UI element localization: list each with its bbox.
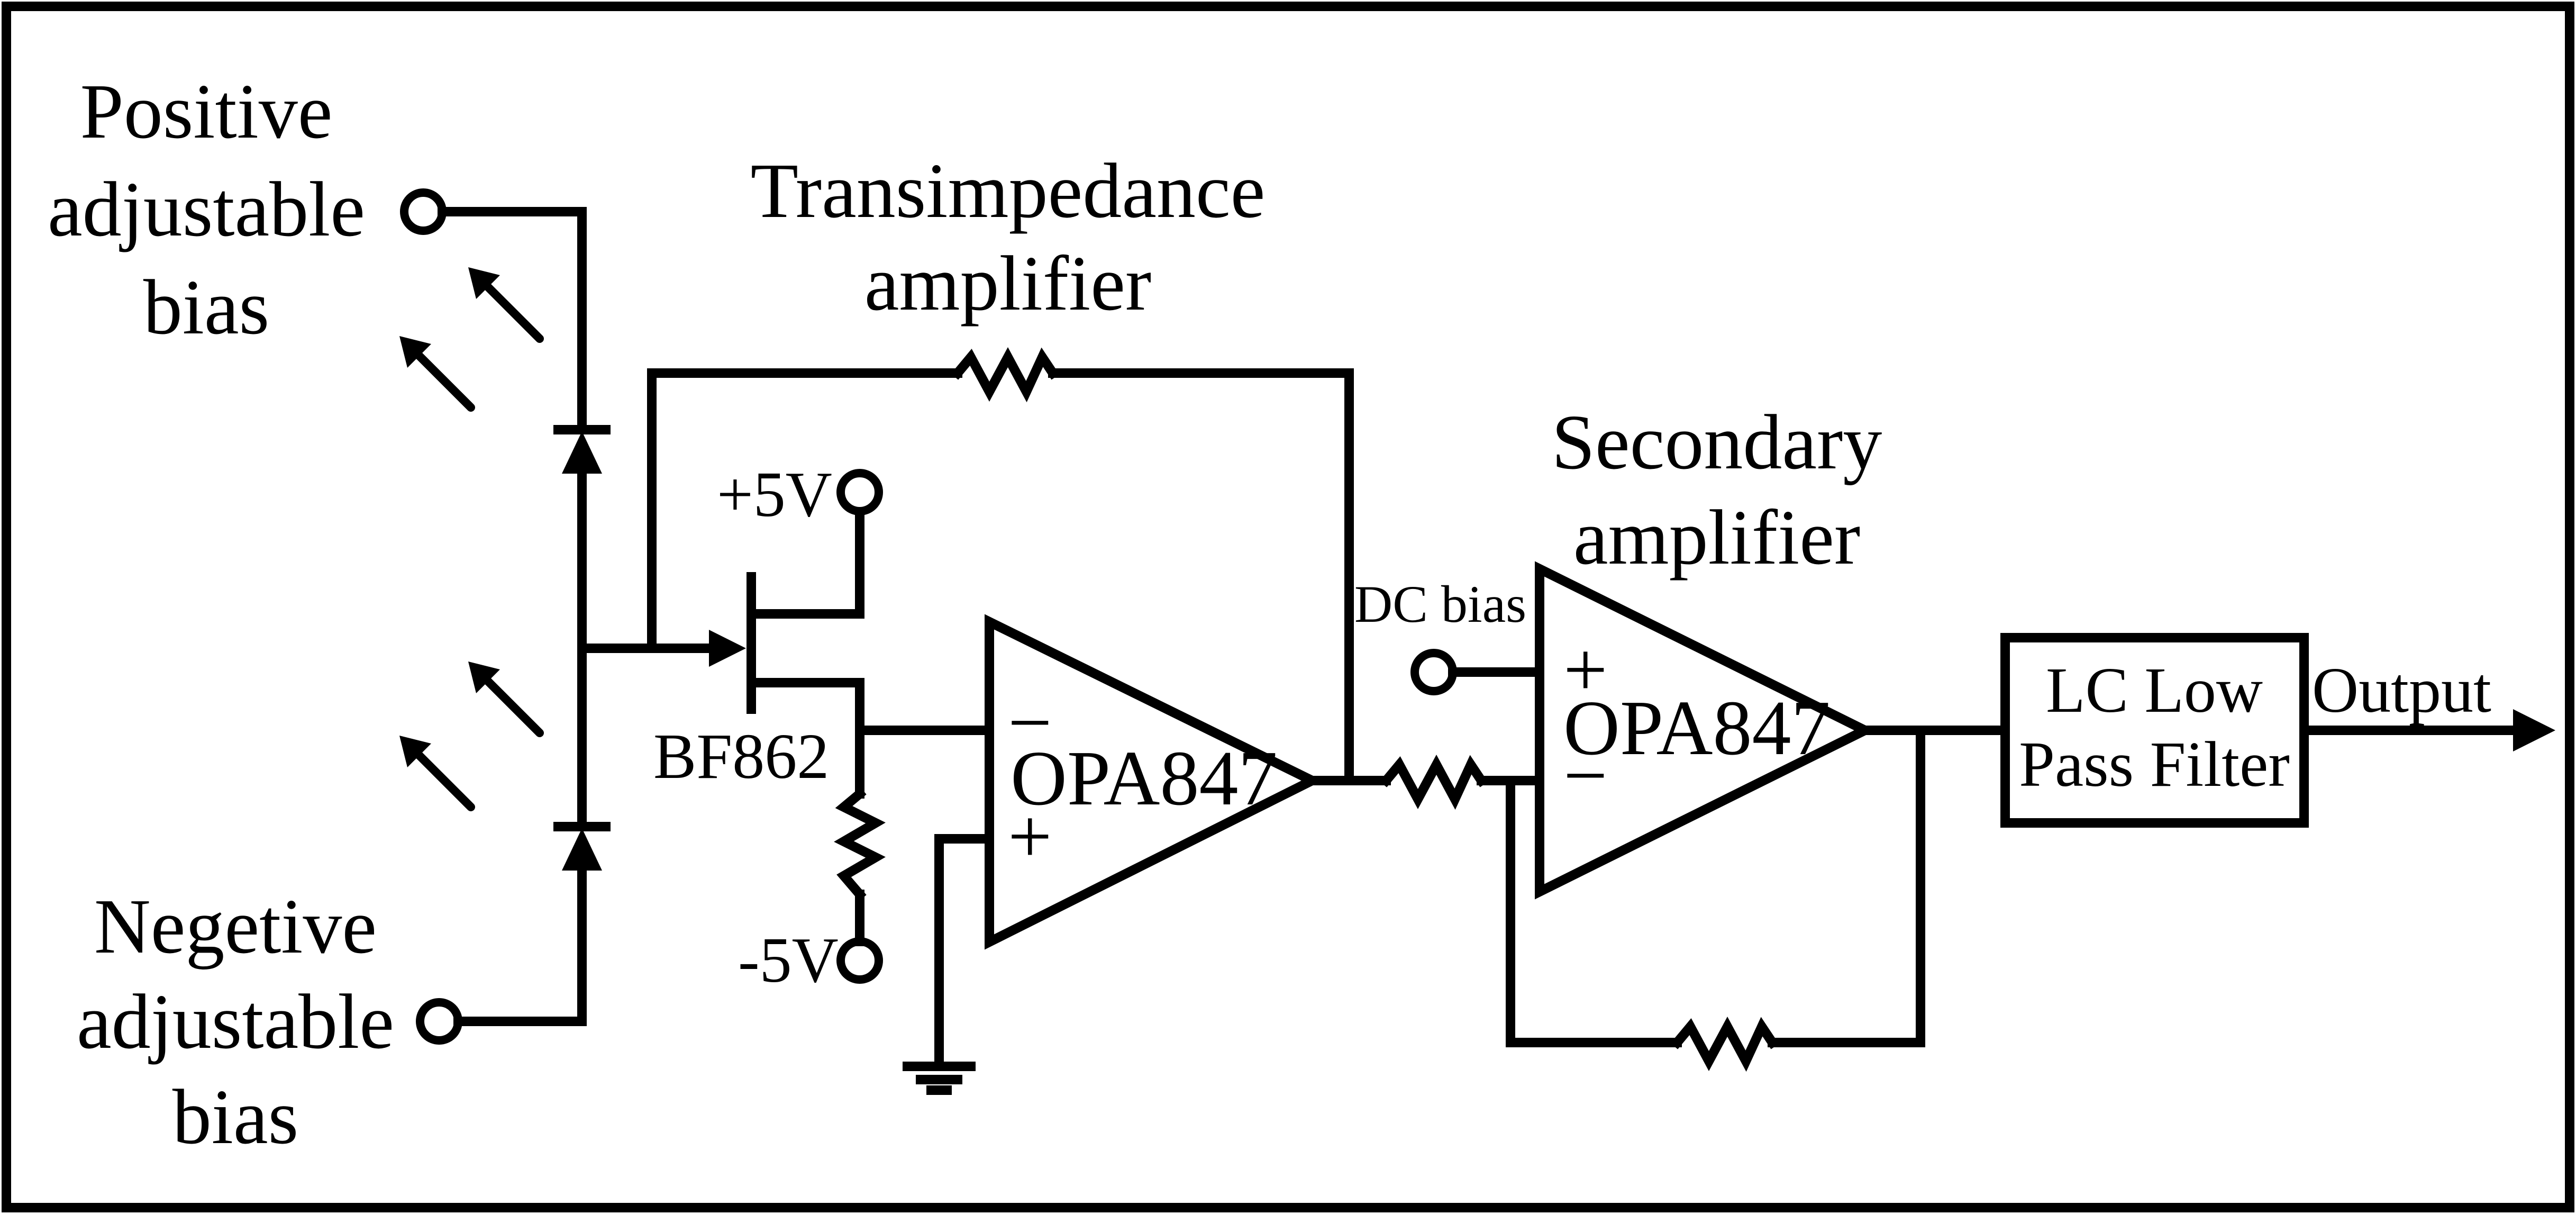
dc-bias-terminal	[1410, 649, 1457, 695]
photodiode-upper	[553, 425, 611, 474]
secondary-title-line-1: Secondary	[1552, 399, 1882, 486]
opamp2-triangle	[1535, 561, 1876, 900]
opamp2-label: OPA847	[1563, 685, 1831, 772]
gate-arrow-icon	[709, 630, 746, 667]
opamp1-noninv-wire	[934, 834, 994, 1071]
opamp1-minus-sign: −	[1008, 680, 1052, 766]
plus5v-terminal	[836, 469, 883, 515]
positive-bias-label-1: Positive	[80, 68, 333, 155]
dc-bias-label: DC bias	[1354, 575, 1526, 633]
opamp1-plus-sign: +	[1008, 793, 1052, 880]
output-arrow-icon	[2513, 709, 2555, 751]
opamp1-triangle	[985, 614, 1323, 950]
ground-icon	[903, 1062, 976, 1095]
secondary-title-line-2: amplifier	[1573, 494, 1860, 581]
negative-bias-label-1: Negetive	[94, 883, 377, 970]
positive-bias-terminal	[400, 188, 447, 235]
photodiode-lower	[553, 822, 611, 871]
negative-bias-label-2: adjustable	[77, 979, 394, 1065]
opamp2-feedback-wire	[1506, 726, 1925, 1047]
opamp2-minus-sign: −	[1563, 732, 1607, 819]
tia-title-line-1: Transimpedance	[751, 148, 1266, 234]
negative-bias-label-3: bias	[172, 1074, 298, 1161]
positive-bias-label-2: adjustable	[48, 166, 365, 253]
negative-bias-wire	[453, 863, 587, 1026]
opamp2-feedback-resistor	[1670, 1017, 1779, 1072]
minus5v-label: -5V	[738, 925, 839, 996]
light-arrows-lower-icon	[399, 662, 544, 811]
positive-bias-wire	[438, 207, 587, 428]
negative-bias-terminal	[416, 998, 462, 1045]
filter-label-1: LC Low	[2046, 655, 2263, 726]
source-resistor	[834, 787, 886, 901]
jfet-label: BF862	[653, 721, 829, 792]
tia-title-line-2: amplifier	[864, 240, 1151, 327]
tia-feedback-resistor	[951, 347, 1060, 403]
output-label: Output	[2312, 655, 2491, 726]
opamp1-label: OPA847	[1011, 735, 1278, 822]
filter-label-2: Pass Filter	[2019, 729, 2290, 800]
plus5v-label: +5V	[717, 459, 832, 530]
tia-feedback-wire	[647, 368, 1354, 783]
light-arrows-upper-icon	[399, 267, 544, 412]
coupling-resistor	[1379, 755, 1488, 810]
jfet-bf862	[747, 506, 864, 735]
positive-bias-label-3: bias	[143, 264, 269, 351]
minus5v-terminal	[836, 937, 883, 984]
opamp2-plus-sign: +	[1563, 627, 1607, 713]
